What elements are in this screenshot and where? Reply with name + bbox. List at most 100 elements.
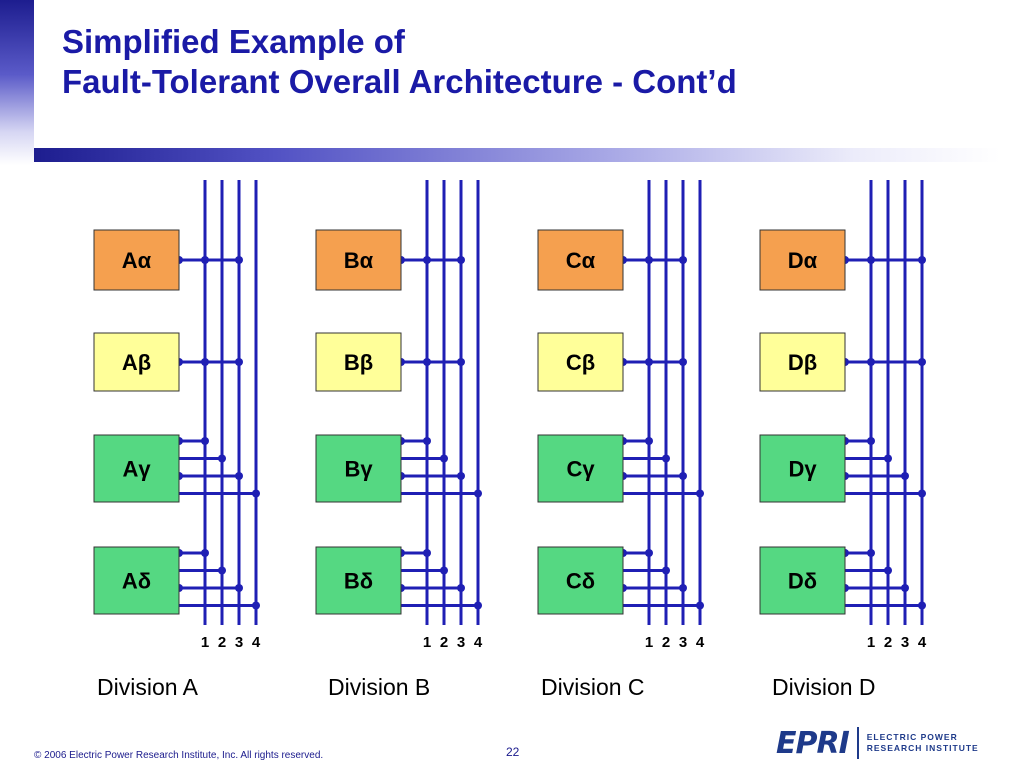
module-label-d-delta: Dδ (788, 569, 817, 594)
copyright-footer: © 2006 Electric Power Research Institute… (34, 750, 324, 761)
module-box-b-alpha (315, 229, 402, 291)
module-label-b-alpha: Bα (344, 248, 374, 273)
bus-tap-a-gamma-4 (252, 489, 260, 498)
bus-tap-d-beta-own (867, 358, 875, 366)
left-accent-bar (0, 0, 34, 165)
logo-separator (856, 727, 859, 759)
bus-number-b-1: 1 (423, 634, 431, 651)
bus-tap-c-delta-4 (696, 601, 704, 610)
bus-tap-b-delta-2 (440, 566, 448, 575)
module-label-b-gamma: Bγ (344, 457, 373, 482)
bus-tap-b-gamma-2 (440, 454, 448, 463)
module-box-a-delta (93, 546, 180, 615)
bus-tap-b-beta-own (423, 358, 431, 366)
logo-tagline-1: ELECTRIC POWER (866, 732, 958, 742)
division-label-c: Division C (541, 674, 645, 700)
bus-tap-d-alpha-other (918, 256, 926, 264)
title-divider-bar (34, 148, 1000, 162)
bus-tap-d-gamma-1 (867, 437, 875, 445)
bus-number-c-2: 2 (662, 634, 670, 651)
module-box-a-beta (93, 332, 180, 392)
module-box-a-alpha (93, 229, 180, 291)
title-line-2: Fault-Tolerant Overall Architecture - Co… (62, 63, 737, 100)
bus-tap-d-gamma-2 (884, 454, 892, 463)
module-box-c-alpha (537, 229, 624, 291)
bus-tap-d-delta-2 (884, 566, 892, 575)
bus-tap-d-alpha-own (867, 256, 875, 264)
bus-tap-a-gamma-1 (201, 437, 209, 445)
division-label-a: Division A (97, 674, 198, 700)
module-box-b-beta (315, 332, 402, 392)
module-box-d-delta (759, 546, 846, 615)
module-label-a-beta: Aβ (122, 350, 151, 375)
title-line-1: Simplified Example of (62, 23, 405, 60)
module-label-a-gamma: Aγ (122, 457, 151, 482)
module-label-a-delta: Aδ (122, 569, 151, 594)
bus-tap-b-alpha-other (457, 256, 465, 264)
page-number: 22 (506, 745, 520, 759)
bus-number-a-3: 3 (235, 634, 243, 651)
division-label-b: Division B (328, 674, 431, 700)
bus-tap-a-beta-own (201, 358, 209, 366)
module-label-b-beta: Bβ (344, 350, 373, 375)
bus-tap-a-beta-other (235, 358, 243, 366)
bus-tap-a-delta-2 (218, 566, 226, 575)
module-label-c-gamma: Cγ (566, 457, 595, 482)
bus-tap-d-delta-4 (918, 601, 926, 610)
logo-tagline: ELECTRIC POWER RESEARCH INSTITUTE (867, 732, 979, 754)
module-label-d-alpha: Dα (788, 248, 818, 273)
logo-tagline-2: RESEARCH INSTITUTE (866, 743, 979, 753)
bus-tap-d-delta-1 (867, 549, 875, 557)
bus-tap-c-alpha-own (645, 256, 653, 264)
bus-tap-d-beta-other (918, 358, 926, 366)
bus-tap-c-gamma-1 (645, 437, 653, 445)
bus-number-b-4: 4 (474, 634, 483, 651)
bus-tap-a-delta-3 (235, 584, 243, 592)
module-label-d-beta: Dβ (788, 350, 817, 375)
bus-tap-b-gamma-4 (474, 489, 482, 498)
bus-tap-a-delta-1 (201, 549, 209, 557)
module-box-c-gamma (537, 434, 624, 503)
bus-tap-b-alpha-own (423, 256, 431, 264)
bus-tap-c-alpha-other (679, 256, 687, 264)
bus-number-d-4: 4 (918, 634, 927, 651)
bus-number-c-1: 1 (645, 634, 653, 651)
bus-tap-a-delta-4 (252, 601, 260, 610)
bus-number-c-3: 3 (679, 634, 687, 651)
module-box-d-beta (759, 332, 846, 392)
bus-number-c-4: 4 (696, 634, 705, 651)
bus-number-d-3: 3 (901, 634, 909, 651)
bus-number-a-1: 1 (201, 634, 209, 651)
bus-tap-c-delta-1 (645, 549, 653, 557)
bus-tap-a-gamma-2 (218, 454, 226, 463)
bus-tap-b-delta-3 (457, 584, 465, 592)
bus-tap-c-gamma-4 (696, 489, 704, 498)
bus-tap-d-gamma-4 (918, 489, 926, 498)
bus-number-d-1: 1 (867, 634, 875, 651)
module-box-c-beta (537, 332, 624, 392)
module-box-a-gamma (93, 434, 180, 503)
bus-tap-a-alpha-own (201, 256, 209, 264)
module-label-c-alpha: Cα (566, 248, 596, 273)
epri-logo-mark: EPRI (776, 725, 850, 761)
bus-tap-c-beta-other (679, 358, 687, 366)
bus-number-d-2: 2 (884, 634, 892, 651)
module-box-c-delta (537, 546, 624, 615)
bus-tap-b-beta-other (457, 358, 465, 366)
module-label-a-alpha: Aα (122, 248, 152, 273)
module-label-c-beta: Cβ (566, 350, 595, 375)
module-box-b-delta (315, 546, 402, 615)
bus-tap-c-gamma-2 (662, 454, 670, 463)
bus-number-a-2: 2 (218, 634, 226, 651)
page-title: Simplified Example of Fault-Tolerant Ove… (62, 22, 737, 102)
module-label-d-gamma: Dγ (788, 457, 817, 482)
bus-number-a-4: 4 (252, 634, 261, 651)
bus-number-b-2: 2 (440, 634, 448, 651)
bus-tap-c-delta-2 (662, 566, 670, 575)
bus-tap-b-gamma-1 (423, 437, 431, 445)
module-box-b-gamma (315, 434, 402, 503)
module-label-b-delta: Bδ (344, 569, 373, 594)
bus-tap-b-gamma-3 (457, 472, 465, 480)
epri-logo: EPRI ELECTRIC POWER RESEARCH INSTITUTE (776, 725, 979, 761)
bus-tap-c-beta-own (645, 358, 653, 366)
